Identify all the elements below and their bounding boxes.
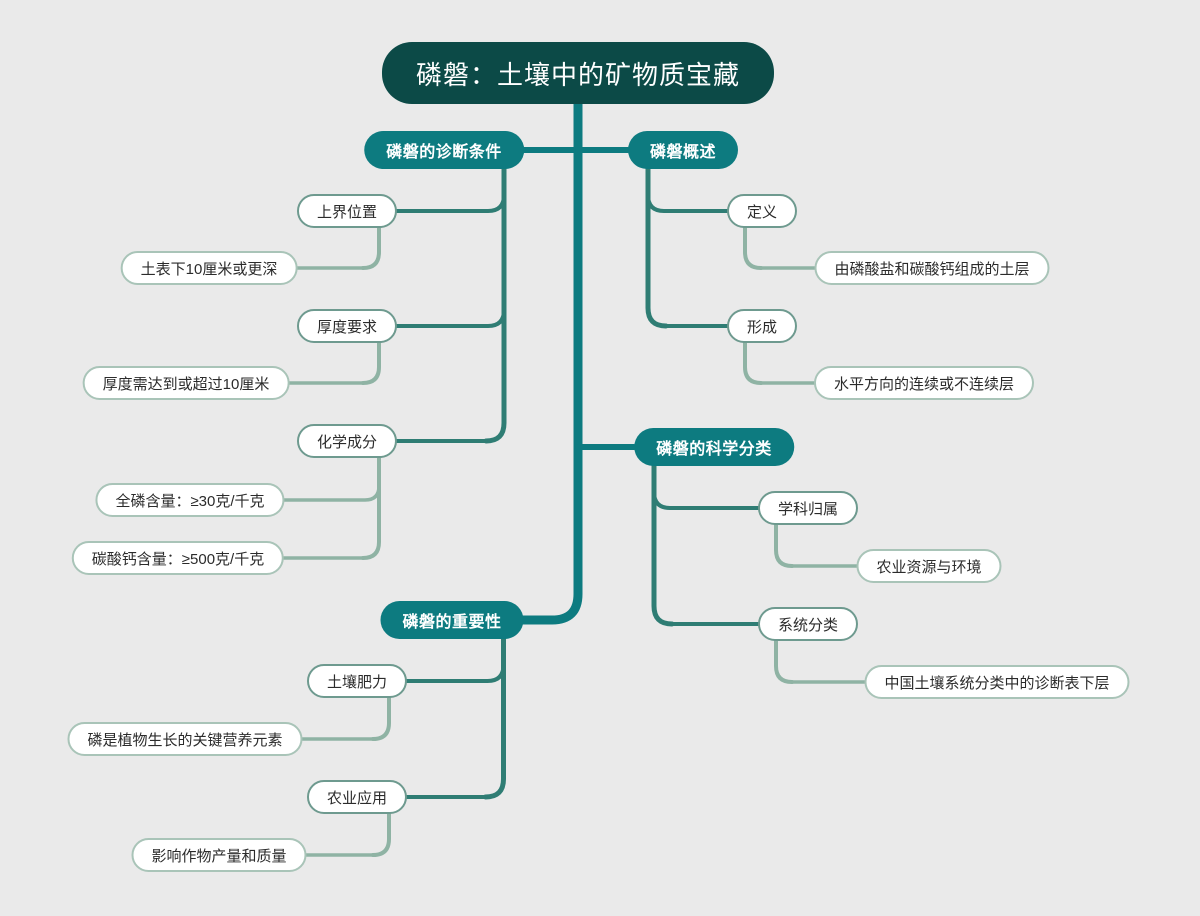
leaf-node-total-p[interactable]: 全磷含量：≥30克/千克 — [95, 483, 285, 517]
sub-node-agri-application-label: 农业应用 — [326, 789, 388, 807]
branch-spine-importance — [483, 634, 506, 800]
leaf-node-form-detail-label: 水平方向的连续或不连续层 — [833, 375, 1015, 393]
leaf-node-caco3-label: 碳酸钙含量：≥500克/千克 — [91, 550, 265, 568]
leaf-link-total-p — [282, 456, 381, 502]
leaf-node-agri-res-env[interactable]: 农业资源与环境 — [856, 549, 1002, 583]
leaf-node-depth-10cm-label: 土表下10厘米或更深 — [140, 260, 278, 278]
sub-spine-chemistry — [361, 454, 381, 560]
leaf-node-p-nutrient-label: 磷是植物生长的关键营养元素 — [87, 731, 283, 749]
branch-node-overview[interactable]: 磷磐概述 — [627, 131, 739, 169]
leaf-node-thickness-10cm-label: 厚度需达到或超过10厘米 — [102, 375, 270, 393]
branch-spine-diagnosis — [483, 164, 507, 444]
leaf-node-thickness-10cm[interactable]: 厚度需达到或超过10厘米 — [82, 366, 290, 400]
branch-node-importance[interactable]: 磷磐的重要性 — [380, 601, 524, 639]
leaf-node-yield-quality-label: 影响作物产量和质量 — [151, 847, 287, 865]
leaf-node-yield-quality[interactable]: 影响作物产量和质量 — [131, 838, 307, 872]
sub-link-upper-boundary — [395, 167, 506, 213]
branch-node-importance-label: 磷磐的重要性 — [402, 614, 502, 631]
leaf-node-total-p-label: 全磷含量：≥30克/千克 — [115, 492, 265, 510]
sub-node-soil-fertility-label: 土壤肥力 — [326, 673, 388, 691]
branch-node-diagnosis[interactable]: 磷磐的诊断条件 — [364, 131, 524, 169]
sub-node-chemistry[interactable]: 化学成分 — [296, 424, 398, 458]
sub-node-formation[interactable]: 形成 — [726, 309, 798, 343]
leaf-node-form-detail[interactable]: 水平方向的连续或不连续层 — [813, 366, 1035, 400]
sub-spine-upper-boundary — [361, 224, 381, 270]
sub-node-taxonomy-label: 系统分类 — [777, 616, 839, 634]
branch-node-diagnosis-label: 磷磐的诊断条件 — [386, 144, 502, 161]
leaf-node-p-nutrient[interactable]: 磷是植物生长的关键营养元素 — [67, 722, 303, 756]
root-node-label: 磷磐：土壤中的矿物质宝藏 — [415, 59, 741, 90]
root-node[interactable]: 磷磐：土壤中的矿物质宝藏 — [381, 42, 775, 104]
leaf-node-cst-subsurface[interactable]: 中国土壤系统分类中的诊断表下层 — [864, 665, 1130, 699]
branch-spine-overview — [645, 164, 669, 329]
sub-spine-taxonomy — [774, 637, 794, 684]
branch-node-classification-label: 磷磐的科学分类 — [656, 441, 772, 458]
sub-node-chemistry-label: 化学成分 — [316, 433, 378, 451]
leaf-node-def-detail-label: 由磷酸盐和碳酸钙组成的土层 — [834, 260, 1030, 278]
trunk-line — [507, 97, 583, 625]
sub-node-soil-fertility[interactable]: 土壤肥力 — [306, 664, 408, 698]
sub-link-definition — [646, 167, 729, 213]
branch-spine-classification — [651, 461, 675, 627]
sub-spine-thickness — [361, 339, 381, 385]
branch-node-classification[interactable]: 磷磐的科学分类 — [634, 428, 794, 466]
sub-node-agri-application[interactable]: 农业应用 — [306, 780, 408, 814]
sub-node-discipline-label: 学科归属 — [777, 500, 839, 518]
sub-node-definition-label: 定义 — [746, 203, 778, 221]
sub-node-formation-label: 形成 — [746, 318, 778, 336]
leaf-node-agri-res-env-label: 农业资源与环境 — [876, 558, 982, 576]
leaf-node-depth-10cm[interactable]: 土表下10厘米或更深 — [120, 251, 298, 285]
sub-node-definition[interactable]: 定义 — [726, 194, 798, 228]
sub-link-discipline — [652, 464, 760, 510]
sub-spine-discipline — [774, 521, 794, 568]
branch-node-overview-label: 磷磐概述 — [649, 144, 717, 161]
sub-node-upper-boundary[interactable]: 上界位置 — [296, 194, 398, 228]
sub-node-discipline[interactable]: 学科归属 — [757, 491, 859, 525]
sub-spine-soil-fertility — [371, 694, 391, 741]
sub-link-thickness — [395, 167, 506, 328]
leaf-node-def-detail[interactable]: 由磷酸盐和碳酸钙组成的土层 — [814, 251, 1050, 285]
sub-node-thickness-label: 厚度要求 — [316, 318, 378, 336]
sub-link-soil-fertility — [405, 637, 506, 683]
sub-node-thickness[interactable]: 厚度要求 — [296, 309, 398, 343]
sub-node-taxonomy[interactable]: 系统分类 — [757, 607, 859, 641]
sub-spine-formation — [743, 339, 763, 385]
sub-spine-definition — [743, 224, 763, 270]
sub-spine-agri-application — [371, 810, 391, 857]
leaf-node-caco3[interactable]: 碳酸钙含量：≥500克/千克 — [71, 541, 285, 575]
leaf-node-cst-subsurface-label: 中国土壤系统分类中的诊断表下层 — [884, 674, 1110, 692]
sub-node-upper-boundary-label: 上界位置 — [316, 203, 378, 221]
